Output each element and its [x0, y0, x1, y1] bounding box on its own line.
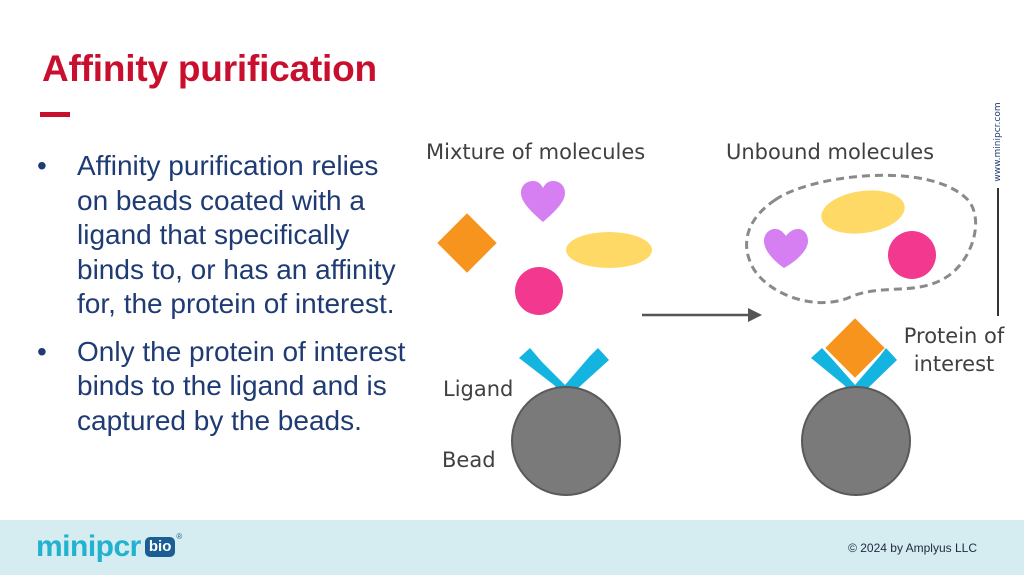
mixture-heart-molecule	[521, 181, 565, 222]
side-url-text: www.minipcr.com	[993, 102, 1003, 182]
left-ligand-arm-right	[565, 348, 609, 398]
logo-pcr-text: pcr	[95, 530, 142, 563]
bullet-item-2: Only the protein of interest binds to th…	[34, 335, 414, 439]
unbound-circle-molecule	[888, 231, 936, 279]
right-ligand-arm-right	[855, 348, 897, 398]
unbound-boundary	[745, 173, 978, 304]
mixture-circle-molecule	[515, 267, 563, 315]
logo-mini-text: mini	[36, 530, 96, 563]
protein-label-line1: Protein of	[904, 324, 1005, 348]
unbound-heart-molecule	[764, 229, 808, 268]
side-url-container: www.minipcr.com	[989, 102, 1007, 182]
logo-bio-badge: bio	[144, 537, 176, 557]
mixture-diamond-molecule	[437, 213, 497, 273]
affinity-diagram: Mixture of molecules Ligand Bead Unbound…	[426, 140, 1005, 496]
right-bead	[801, 386, 911, 496]
mixture-label: Mixture of molecules	[426, 140, 645, 164]
right-ligand-arm-left	[811, 348, 855, 398]
unbound-ellipse-molecule	[821, 190, 905, 234]
bullet-list: Affinity purification relies on beads co…	[34, 149, 414, 451]
process-arrow-head	[748, 308, 762, 322]
bead-label: Bead	[442, 448, 496, 472]
ligand-label: Ligand	[443, 377, 513, 401]
mixture-ellipse-molecule	[566, 232, 652, 268]
unbound-label: Unbound molecules	[726, 140, 934, 164]
title-accent-bar	[40, 112, 70, 117]
side-divider-line	[997, 188, 999, 316]
bullet-item-1: Affinity purification relies on beads co…	[34, 149, 414, 322]
captured-protein-diamond	[825, 318, 885, 378]
copyright-text: © 2024 by Amplyus LLC	[848, 541, 977, 555]
slide-title: Affinity purification	[42, 48, 377, 89]
left-bead	[511, 386, 621, 496]
protein-label-line2: interest	[914, 352, 995, 376]
logo-registered-mark: ®	[176, 532, 183, 541]
left-ligand-arm-left	[519, 348, 565, 398]
